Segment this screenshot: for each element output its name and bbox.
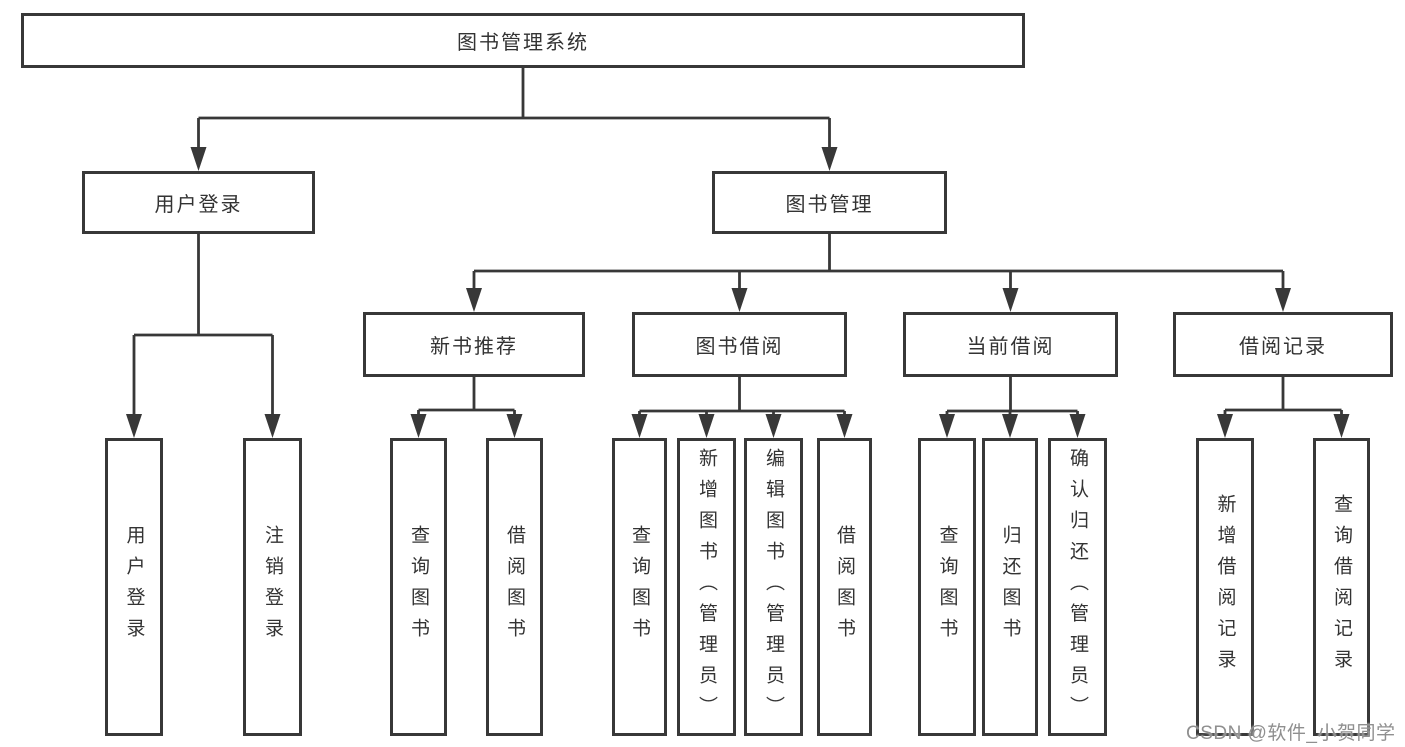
leaf-query-borrow-record-label: 查询借阅记录 (1331, 494, 1352, 680)
csdn-watermark: CSDN @软件_小贺同学 (1186, 723, 1396, 744)
leaf-query-books-current: 查询图书 (918, 438, 976, 736)
leaf-edit-books-admin-label: 编辑图书（管理员） (763, 447, 784, 727)
node-new-book-recommend: 新书推荐 (363, 312, 585, 377)
node-book-mgmt-label: 图书管理 (785, 194, 874, 216)
node-user-login: 用户登录 (82, 171, 315, 234)
connector-book-borrow-to-leaves (631, 377, 853, 438)
leaf-user-login: 用户登录 (105, 438, 163, 736)
leaf-edit-books-admin: 编辑图书（管理员） (744, 438, 803, 736)
connector-borrow-records-to-leaves (1217, 377, 1350, 438)
leaf-add-books-admin-label: 新增图书（管理员） (696, 447, 717, 727)
node-current-borrow-label: 当前借阅 (966, 336, 1055, 358)
leaf-borrow-books: 借阅图书 (817, 438, 872, 736)
node-book-borrow: 图书借阅 (632, 312, 847, 377)
connector-user-login-to-leaves (126, 234, 281, 438)
node-user-login-label: 用户登录 (154, 194, 243, 216)
leaf-add-borrow-record-label: 新增借阅记录 (1214, 494, 1236, 680)
leaf-return-books-label: 归还图书 (999, 525, 1021, 649)
node-book-borrow-label: 图书借阅 (695, 336, 784, 358)
leaf-user-login-label: 用户登录 (123, 525, 145, 649)
node-book-mgmt: 图书管理 (712, 171, 947, 234)
node-root-label: 图书管理系统 (457, 32, 589, 54)
leaf-confirm-return-admin: 确认归还（管理员） (1048, 438, 1107, 736)
node-root: 图书管理系统 (21, 13, 1025, 68)
leaf-borrow-books-recommend: 借阅图书 (486, 438, 543, 736)
node-new-book-recommend-label: 新书推荐 (430, 336, 518, 358)
leaf-query-books-current-label: 查询图书 (936, 525, 958, 649)
leaf-borrow-books-recommend-label: 借阅图书 (504, 525, 525, 649)
connector-new-book-to-leaves (410, 377, 523, 438)
node-borrow-records: 借阅记录 (1173, 312, 1393, 377)
leaf-query-borrow-record: 查询借阅记录 (1313, 438, 1370, 736)
leaf-add-books-admin: 新增图书（管理员） (677, 438, 736, 736)
leaf-confirm-return-admin-label: 确认归还（管理员） (1067, 447, 1088, 727)
leaf-query-books-borrow-label: 查询图书 (629, 525, 650, 649)
connector-root-to-level2 (190, 68, 838, 171)
leaf-query-books-recommend: 查询图书 (390, 438, 447, 736)
connector-current-borrow-to-leaves (939, 377, 1086, 438)
leaf-return-books: 归还图书 (982, 438, 1038, 736)
leaf-query-books-recommend-label: 查询图书 (408, 525, 429, 649)
leaf-add-borrow-record: 新增借阅记录 (1196, 438, 1254, 736)
leaf-borrow-books-label: 借阅图书 (834, 525, 855, 649)
leaf-query-books-borrow: 查询图书 (612, 438, 667, 736)
leaf-logout: 注销登录 (243, 438, 302, 736)
leaf-logout-label: 注销登录 (262, 525, 283, 649)
connector-book-mgmt-to-level3 (466, 234, 1291, 312)
node-current-borrow: 当前借阅 (903, 312, 1118, 377)
node-borrow-records-label: 借阅记录 (1239, 336, 1327, 358)
